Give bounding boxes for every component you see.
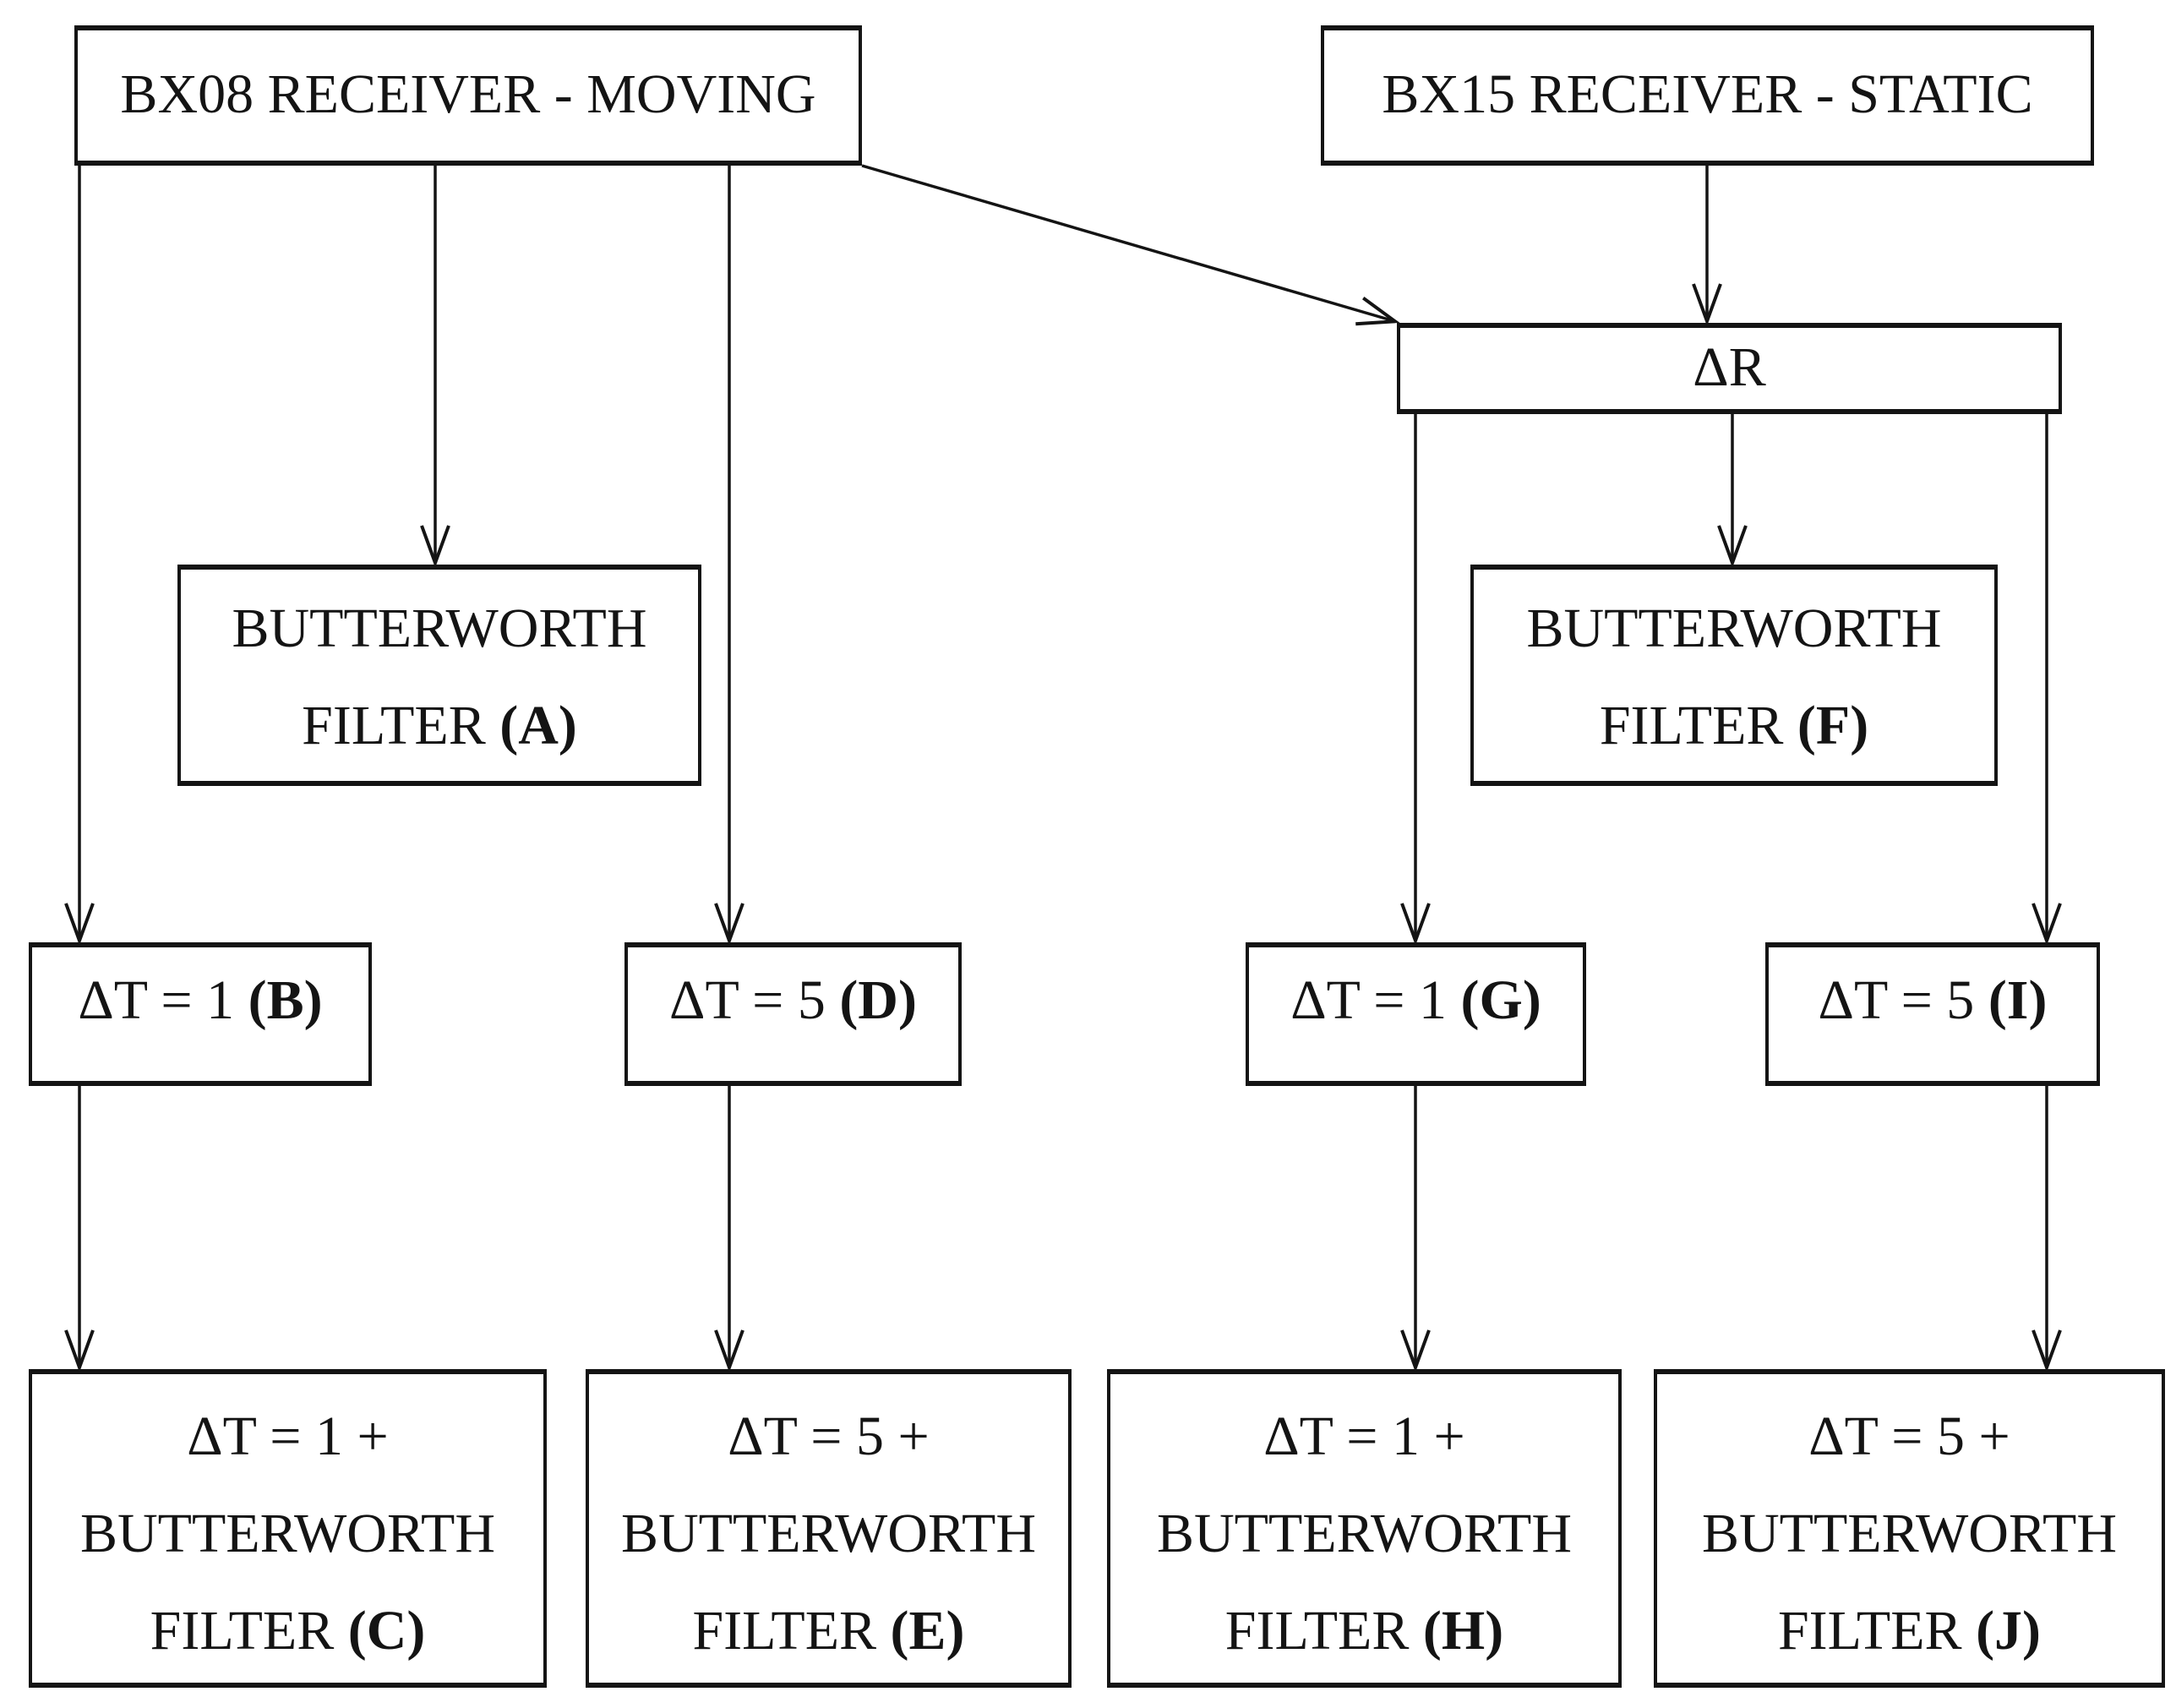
node-label-line3: FILTER (H) (1110, 1582, 1618, 1679)
node-dt5-butterworth-filter-j: ΔT = 5 + BUTTERWORTH FILTER (J) (1654, 1369, 2165, 1688)
node-label: BX08 RECEIVER - MOVING (120, 63, 816, 125)
node-label-text: ΔT = 5 (669, 969, 840, 1031)
node-label: ΔT = 5 (D) (628, 963, 958, 1039)
node-label-tag: (B) (248, 969, 323, 1031)
node-label: ΔT = 1 (B) (32, 963, 368, 1039)
node-label-tag: (G) (1460, 969, 1541, 1031)
node-dt1-butterworth-filter-h: ΔT = 1 + BUTTERWORTH FILTER (H) (1107, 1369, 1622, 1688)
node-label-tag: (E) (890, 1600, 965, 1662)
node-label-tag: (I) (1988, 969, 2048, 1031)
node-label-line3: FILTER (C) (32, 1582, 543, 1679)
node-label-line3: FILTER (E) (589, 1582, 1068, 1679)
node-label-tag: (D) (839, 969, 917, 1031)
node-label-text: FILTER (692, 1600, 891, 1662)
node-dt5-i: ΔT = 5 (I) (1765, 942, 2100, 1086)
node-dt1-butterworth-filter-c: ΔT = 1 + BUTTERWORTH FILTER (C) (29, 1369, 547, 1688)
node-label-line2: BUTTERWORTH (620, 1503, 1036, 1564)
node-label-line1: BUTTERWORTH (1526, 598, 1942, 659)
node-dt1-b: ΔT = 1 (B) (29, 942, 372, 1086)
node-label-text: ΔT = 1 (1290, 969, 1461, 1031)
connector-bx08-to-delta-r (861, 164, 1400, 326)
node-label-line3: FILTER (J) (1657, 1582, 2162, 1679)
node-label-tag: (F) (1797, 695, 1869, 756)
node-label-line2: FILTER (F) (1474, 677, 1994, 774)
node-label-line1: ΔT = 5 + (1808, 1405, 2010, 1467)
node-label-line2: BUTTERWORTH (1156, 1503, 1572, 1564)
node-label-line2: BUTTERWORTH (1701, 1503, 2117, 1564)
node-label-tag: (C) (347, 1600, 426, 1662)
node-dt1-g: ΔT = 1 (G) (1246, 942, 1586, 1086)
node-label: ΔR (1693, 336, 1766, 398)
node-label-line1: ΔT = 5 + (728, 1405, 930, 1467)
node-label-line2: FILTER (A) (181, 677, 698, 774)
node-label-text: FILTER (150, 1600, 348, 1662)
node-butterworth-filter-a: BUTTERWORTH FILTER (A) (177, 565, 701, 786)
node-label-text: ΔT = 1 (78, 969, 248, 1031)
node-label: BX15 RECEIVER - STATIC (1382, 63, 2033, 125)
node-label-text: ΔT = 5 (1818, 969, 1988, 1031)
node-dt5-d: ΔT = 5 (D) (624, 942, 962, 1086)
node-butterworth-filter-f: BUTTERWORTH FILTER (F) (1470, 565, 1998, 786)
node-label-line1: BUTTERWORTH (232, 598, 647, 659)
node-label: ΔT = 1 (G) (1249, 963, 1583, 1039)
node-bx15-receiver-static: BX15 RECEIVER - STATIC (1321, 25, 2094, 166)
node-label-tag: (A) (499, 695, 577, 756)
node-label: ΔT = 5 (I) (1769, 963, 2097, 1039)
node-label-tag: (J) (1976, 1600, 2042, 1662)
node-label-text: FILTER (1224, 1600, 1423, 1662)
node-label-text: FILTER (1777, 1600, 1977, 1662)
node-label-text: FILTER (302, 695, 500, 756)
node-label-tag: (H) (1422, 1600, 1504, 1662)
node-label-line2: BUTTERWORTH (79, 1503, 495, 1564)
node-label-line1: ΔT = 1 + (187, 1405, 389, 1467)
node-dt5-butterworth-filter-e: ΔT = 5 + BUTTERWORTH FILTER (E) (586, 1369, 1072, 1688)
node-label-line1: ΔT = 1 + (1263, 1405, 1465, 1467)
node-delta-r: ΔR (1397, 323, 2062, 414)
node-bx08-receiver-moving: BX08 RECEIVER - MOVING (74, 25, 862, 166)
node-label-text: FILTER (1599, 695, 1797, 756)
